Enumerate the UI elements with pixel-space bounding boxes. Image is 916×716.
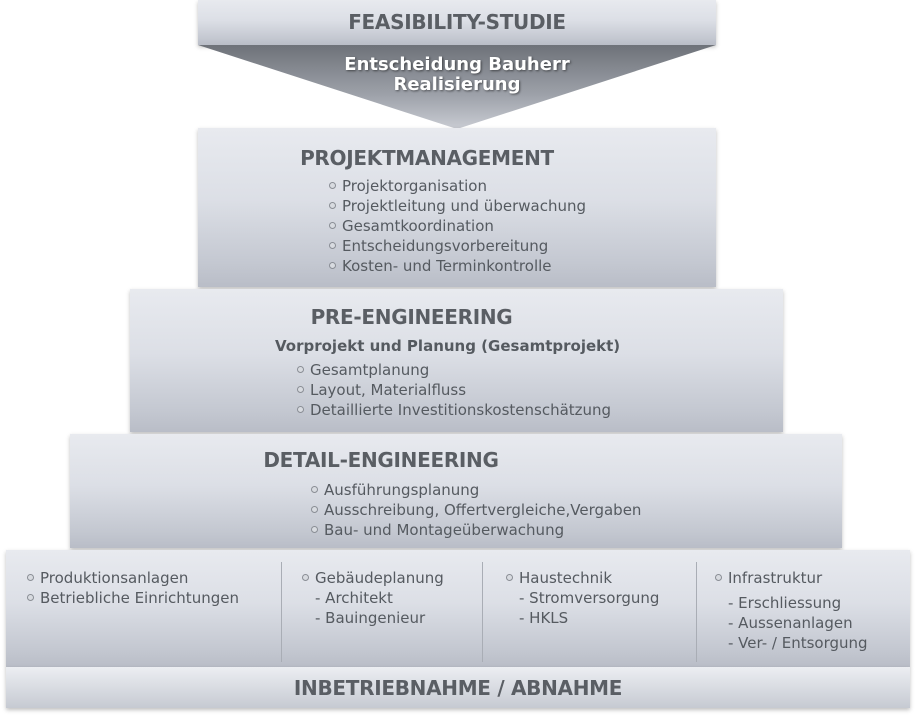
decision-arrow xyxy=(198,45,716,129)
list-subitem: - Bauingenieur xyxy=(315,609,426,627)
column-divider xyxy=(482,562,483,662)
list-item: Projektleitung und überwachung xyxy=(328,196,586,216)
list-item: Projektorganisation xyxy=(328,176,586,196)
pre-engineering-title: PRE-ENGINEERING xyxy=(310,305,513,329)
list-item: Haustechnik xyxy=(505,568,659,588)
list-subitem: - Architekt xyxy=(315,589,393,607)
commissioning-title: INBETRIEBNAHME / ABNAHME xyxy=(293,676,623,700)
list-item: Entscheidungsvorbereitung xyxy=(328,236,586,256)
list-item: Kosten- und Terminkontrolle xyxy=(328,256,586,276)
detail-engineering-block: DETAIL-ENGINEERING Ausführungsplanung Au… xyxy=(70,434,842,548)
execution-column-infrastructure: Infrastruktur - Erschliessung - Aussenan… xyxy=(714,568,868,653)
projektmanagement-list: Projektorganisation Projektleitung und ü… xyxy=(328,176,586,276)
column-divider xyxy=(281,562,282,662)
pre-engineering-block: PRE-ENGINEERING Vorprojekt und Planung (… xyxy=(130,289,783,432)
list-subitem: - Erschliessung xyxy=(728,594,842,612)
projektmanagement-block: PROJEKTMANAGEMENT Projektorganisation Pr… xyxy=(198,128,716,287)
list-item: Gebäudeplanung xyxy=(301,568,444,588)
arrow-shape xyxy=(198,45,716,129)
list-item: Produktionsanlagen xyxy=(26,568,239,588)
column-divider xyxy=(696,562,697,662)
list-item: Detaillierte Investitionskostenschätzung xyxy=(296,400,611,420)
execution-block: Produktionsanlagen Betriebliche Einricht… xyxy=(6,550,910,667)
execution-column-building-services: Haustechnik - Stromversorgung - HKLS xyxy=(505,568,659,628)
list-item: Infrastruktur xyxy=(714,568,868,588)
detail-engineering-title: DETAIL-ENGINEERING xyxy=(263,448,499,472)
list-item: Gesamtkoordination xyxy=(328,216,586,236)
feasibility-title: FEASIBILITY-STUDIE xyxy=(348,10,566,34)
list-subitem: - Stromversorgung xyxy=(519,589,660,607)
execution-column-production: Produktionsanlagen Betriebliche Einricht… xyxy=(26,568,239,608)
list-item: Ausführungsplanung xyxy=(310,480,641,500)
arrow-text-line2: Realisierung xyxy=(393,74,521,95)
list-item: Betriebliche Einrichtungen xyxy=(26,588,239,608)
list-item: Layout, Materialfluss xyxy=(296,380,611,400)
list-item: Ausschreibung, Offertvergleiche,Vergaben xyxy=(310,500,641,520)
detail-engineering-list: Ausführungsplanung Ausschreibung, Offert… xyxy=(310,480,641,540)
arrow-text-line1: Entscheidung Bauherr xyxy=(344,54,570,75)
pre-engineering-subtitle: Vorprojekt und Planung (Gesamtprojekt) xyxy=(275,337,621,355)
list-subitem: - Aussenanlagen xyxy=(728,614,853,632)
commissioning-block: INBETRIEBNAHME / ABNAHME xyxy=(6,667,910,708)
list-subitem: - HKLS xyxy=(519,609,569,627)
feasibility-study-block: FEASIBILITY-STUDIE xyxy=(198,0,716,45)
pre-engineering-list: Gesamtplanung Layout, Materialfluss Deta… xyxy=(296,360,611,420)
list-item: Bau- und Montageüberwachung xyxy=(310,520,641,540)
list-subitem: - Ver- / Entsorgung xyxy=(728,634,868,652)
list-item: Gesamtplanung xyxy=(296,360,611,380)
execution-column-building: Gebäudeplanung - Architekt - Bauingenieu… xyxy=(301,568,444,628)
projektmanagement-title: PROJEKTMANAGEMENT xyxy=(300,146,554,170)
